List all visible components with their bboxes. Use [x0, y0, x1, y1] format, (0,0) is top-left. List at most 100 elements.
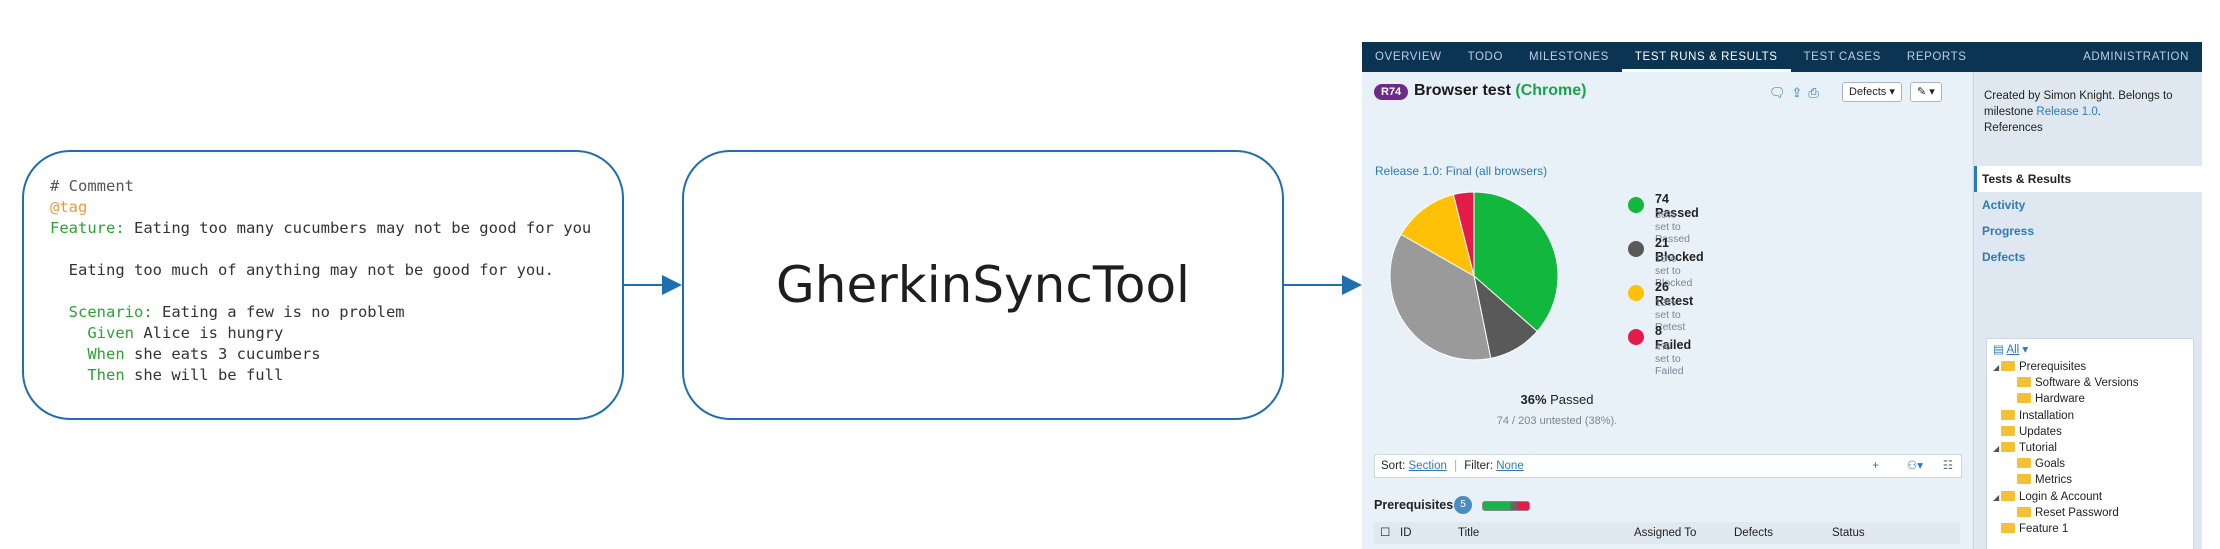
gherkin-sync-tool-box: GherkinSyncTool: [682, 150, 1284, 420]
created-by-text: Created by Simon Knight. Belongs to mile…: [1984, 90, 2173, 118]
defects-dropdown-label: Defects: [1849, 86, 1887, 98]
sort-filter-bar: Sort: Section | Filter: None + ⚇▾ ☷: [1374, 454, 1962, 478]
folder-icon: [2001, 490, 2015, 501]
edit-icon: ✎: [1917, 86, 1927, 98]
sort-link[interactable]: Section: [1408, 460, 1447, 472]
legend-label: 21 Blocked: [1655, 236, 1704, 264]
nav-tab-todo[interactable]: TODO: [1467, 51, 1503, 63]
passed-label: Passed: [1550, 392, 1594, 407]
select-all-checkbox[interactable]: ☐: [1380, 527, 1391, 539]
gherkin-keyword: Scenario:: [50, 303, 153, 321]
edit-dropdown[interactable]: ✎ ▾: [1910, 82, 1942, 102]
passed-percent: 36%: [1520, 392, 1547, 407]
nav-tab-test-cases[interactable]: TEST CASES: [1803, 51, 1881, 63]
section-title: Prerequisites: [1374, 498, 1454, 512]
code-text: # Comment: [50, 177, 134, 195]
tree-node[interactable]: ◢Login & Account: [1987, 489, 2193, 505]
references-label: References: [1984, 122, 2043, 134]
nav-tab-reports[interactable]: REPORTS: [1906, 51, 1967, 63]
passed-summary: 36% Passed: [1362, 392, 1752, 407]
chevron-down-icon: ▾: [2022, 344, 2029, 356]
assign-icon[interactable]: ⚇▾: [1906, 460, 1923, 472]
tree-node[interactable]: ◢ Tutorial: [1987, 440, 2193, 456]
sidebar-milestone-link[interactable]: Release 1.0: [2036, 106, 2098, 118]
nav-tab-administration[interactable]: ADMINISTRATION: [2083, 51, 2189, 63]
nav-tab-milestones[interactable]: MILESTONES: [1529, 51, 1609, 63]
folder-icon: [2017, 474, 2031, 485]
legend-subtext: 4% set to Failed: [1655, 341, 1684, 377]
legend-label: 8 Failed: [1655, 324, 1692, 352]
legend-subtext: 10% set to Blocked: [1655, 253, 1693, 289]
folder-icon: [2001, 361, 2015, 371]
comment-icon[interactable]: 🗨: [1769, 85, 1786, 100]
tree-node[interactable]: ◢Prerequisites: [1987, 359, 2193, 375]
print-icon[interactable]: ⎙: [1808, 85, 1819, 100]
sidebar-link-progress[interactable]: Progress: [1982, 224, 2035, 238]
expand-triangle-icon[interactable]: ◢: [1993, 443, 2000, 453]
tree-node-label: Updates: [2019, 425, 2062, 438]
code-text: Alice is hungry: [134, 324, 284, 342]
tree-node[interactable]: Hardware: [1987, 391, 2193, 407]
run-title-text: Browser test: [1414, 82, 1511, 99]
tree-node[interactable]: Installation: [1987, 408, 2193, 424]
column-header-title[interactable]: Title: [1458, 527, 1480, 539]
export-icon[interactable]: ⇪: [1791, 85, 1803, 100]
column-header-id[interactable]: ID: [1400, 527, 1412, 539]
legend-subtext: 13% set to Retest: [1655, 297, 1686, 333]
column-header-assigned-to[interactable]: Assigned To: [1634, 527, 1697, 539]
run-id-badge: R74: [1374, 84, 1409, 100]
add-icon[interactable]: +: [1872, 460, 1879, 472]
sidebar-link-tests-results[interactable]: Tests & Results: [1974, 166, 2202, 192]
tree-node[interactable]: Metrics: [1987, 472, 2193, 488]
gherkin-tag: @tag: [50, 198, 88, 216]
tests-table-header: ☐ ID Title Assigned To Defects Status: [1374, 522, 1960, 544]
legend-dot: [1628, 241, 1644, 257]
tree-node-label: Tutorial: [2019, 441, 2057, 454]
folder-icon: [2001, 522, 2015, 533]
pie-slice-retest: [1400, 193, 1475, 278]
tree-node[interactable]: Software & Versions: [1987, 375, 2193, 391]
tree-node[interactable]: Feature 1: [1987, 521, 2193, 537]
code-text: Eating a few is no problem: [152, 303, 405, 321]
code-line: Feature: Eating too many cucumbers may n…: [50, 218, 591, 239]
tree-filter[interactable]: ▤ All ▾: [1987, 339, 2193, 359]
tool-label: GherkinSyncTool: [776, 256, 1190, 314]
column-header-defects[interactable]: Defects: [1734, 527, 1773, 539]
tree-node[interactable]: Updates: [1987, 424, 2193, 440]
expand-triangle-icon[interactable]: ◢: [1993, 363, 2000, 372]
folder-icon: [2001, 425, 2015, 436]
run-info: Created by Simon Knight. Belongs to mile…: [1984, 88, 2194, 136]
code-line: Given Alice is hungry: [50, 323, 591, 344]
nav-tab-overview[interactable]: OVERVIEW: [1375, 51, 1442, 63]
milestone-link[interactable]: Release 1.0: Final (all browsers): [1375, 164, 1548, 178]
section-progress-bar: [1482, 501, 1530, 511]
sidebar-link-activity[interactable]: Activity: [1982, 198, 2026, 212]
pie-slice-failed: [1452, 191, 1475, 277]
code-text: she will be full: [124, 366, 284, 384]
tree-node[interactable]: Reset Password: [1987, 505, 2193, 521]
code-text: Eating too many cucumbers may not be goo…: [124, 219, 592, 237]
folder-icon: [2017, 377, 2031, 388]
defects-dropdown[interactable]: Defects ▾: [1842, 82, 1902, 102]
legend-dot: [1628, 197, 1644, 213]
filter-link[interactable]: None: [1496, 460, 1524, 472]
folder-icon: [2017, 393, 2031, 404]
sidebar-link-defects[interactable]: Defects: [1982, 250, 2026, 264]
pie-slice-untested: [1389, 233, 1492, 361]
columns-icon[interactable]: ☷: [1942, 460, 1953, 472]
column-header-status[interactable]: Status: [1832, 527, 1865, 539]
folder-icon: [2017, 458, 2031, 469]
expand-triangle-icon[interactable]: ◢: [1993, 492, 2000, 502]
pie-slice-passed: [1473, 191, 1559, 333]
folder-icon: [2001, 409, 2015, 420]
run-title: Browser test (Chrome): [1414, 82, 1586, 100]
tree-node-label: Metrics: [2035, 474, 2073, 487]
nav-tab-test-runs-results[interactable]: TEST RUNS & RESULTS: [1621, 42, 1791, 72]
tree-node[interactable]: Goals: [1987, 456, 2193, 472]
